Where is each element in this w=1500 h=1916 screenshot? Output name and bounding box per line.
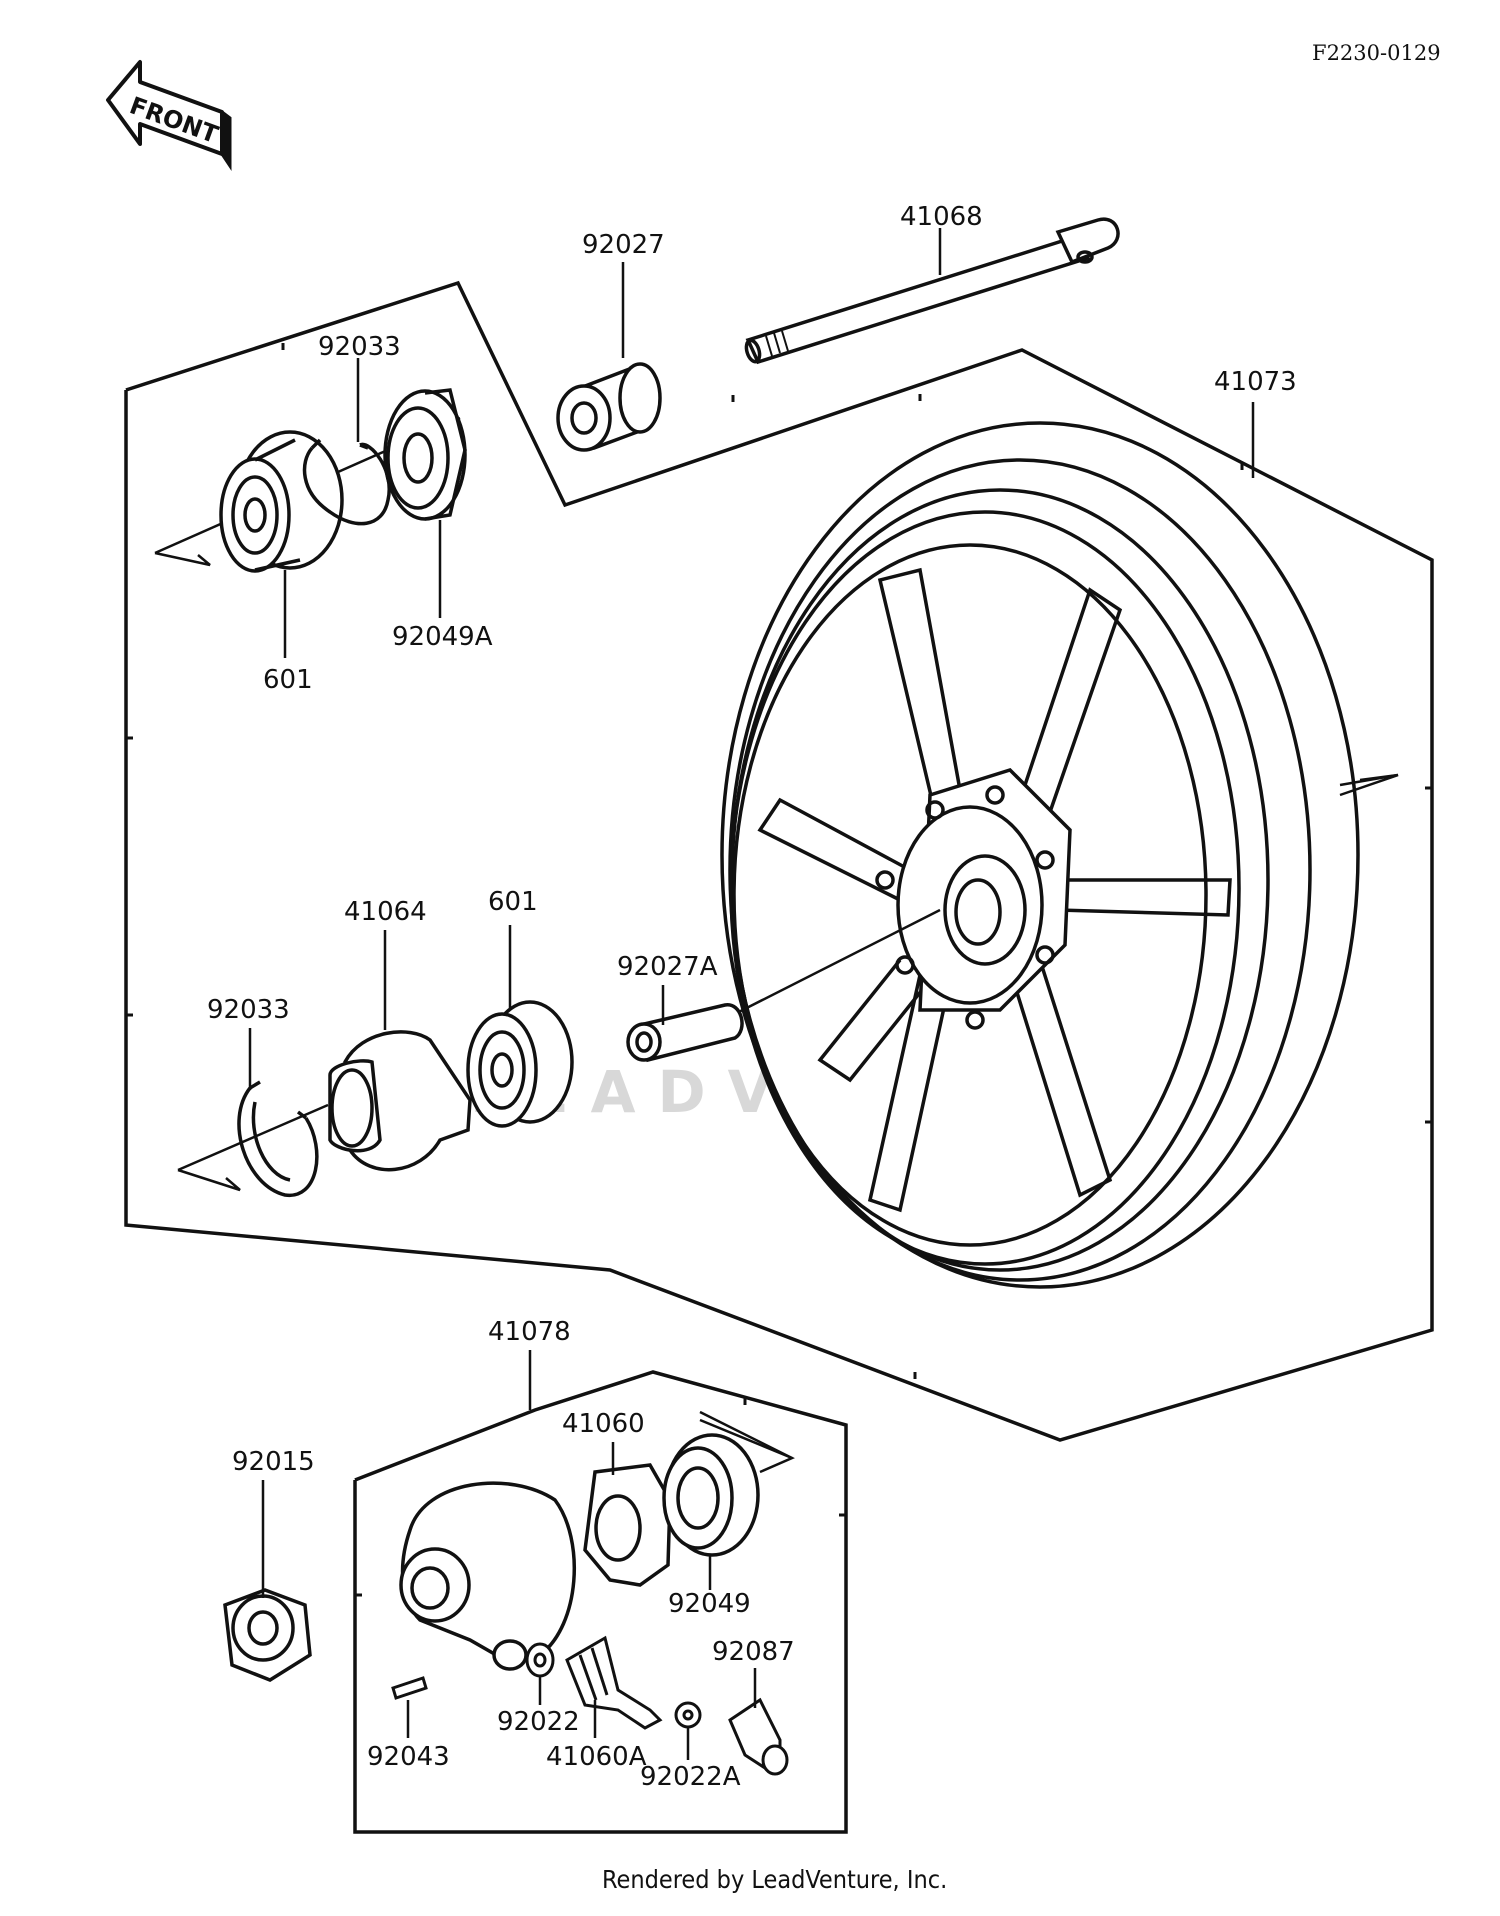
diagram-code: F2230-0129 <box>1312 41 1441 65</box>
boundary-ticks <box>126 343 1432 1379</box>
label-92027: 92027 <box>582 230 665 260</box>
gear-41060 <box>583 1463 672 1587</box>
assembly-boundary-41078 <box>353 1370 848 1834</box>
label-92022: 92022 <box>497 1707 580 1737</box>
washer-92022A <box>674 1701 702 1729</box>
pin-92043 <box>391 1676 428 1700</box>
label-92015: 92015 <box>232 1447 315 1477</box>
axle-41068 <box>744 217 1120 365</box>
label-92027A: 92027A <box>617 952 718 982</box>
collar-92027 <box>556 362 662 452</box>
circlip-92033-mid <box>237 1080 319 1197</box>
footer-credit: Rendered by LeadVenture, Inc. <box>602 1865 947 1894</box>
bushing-92087 <box>728 1697 789 1776</box>
leader-lines <box>248 228 1255 1760</box>
bearing-601-mid <box>466 1000 574 1128</box>
label-92049: 92049 <box>668 1589 751 1619</box>
label-601-top: 601 <box>263 665 313 695</box>
bearing-601-top <box>219 430 344 573</box>
label-92087: 92087 <box>712 1637 795 1667</box>
washer-92022 <box>525 1642 555 1678</box>
part-labels: 92027 41068 92033 41073 92049A 601 41064… <box>207 202 1297 1792</box>
seal-92049A <box>383 388 467 521</box>
label-41060A: 41060A <box>546 1742 647 1772</box>
label-41078: 41078 <box>488 1317 571 1347</box>
label-92033-mid: 92033 <box>207 995 290 1025</box>
spacer-92027A <box>626 1003 744 1063</box>
speedo-housing <box>399 1481 577 1671</box>
label-92022A: 92022A <box>640 1762 741 1792</box>
label-41073: 41073 <box>1214 367 1297 397</box>
sub-boundary-ticks <box>355 1398 846 1597</box>
label-41064: 41064 <box>344 897 427 927</box>
label-601-mid: 601 <box>488 887 538 917</box>
circlip-92033-top <box>302 438 391 526</box>
assembly-boundary-41073 <box>124 280 1434 1442</box>
label-41068: 41068 <box>900 202 983 232</box>
label-92049A: 92049A <box>392 622 493 652</box>
plate-41064 <box>328 1030 472 1172</box>
label-41060: 41060 <box>562 1409 645 1439</box>
wheel-41073 <box>720 421 1360 1289</box>
seal-92049 <box>662 1433 760 1557</box>
label-92043: 92043 <box>367 1742 450 1772</box>
label-92033-top: 92033 <box>318 332 401 362</box>
nut-92015 <box>223 1588 312 1682</box>
